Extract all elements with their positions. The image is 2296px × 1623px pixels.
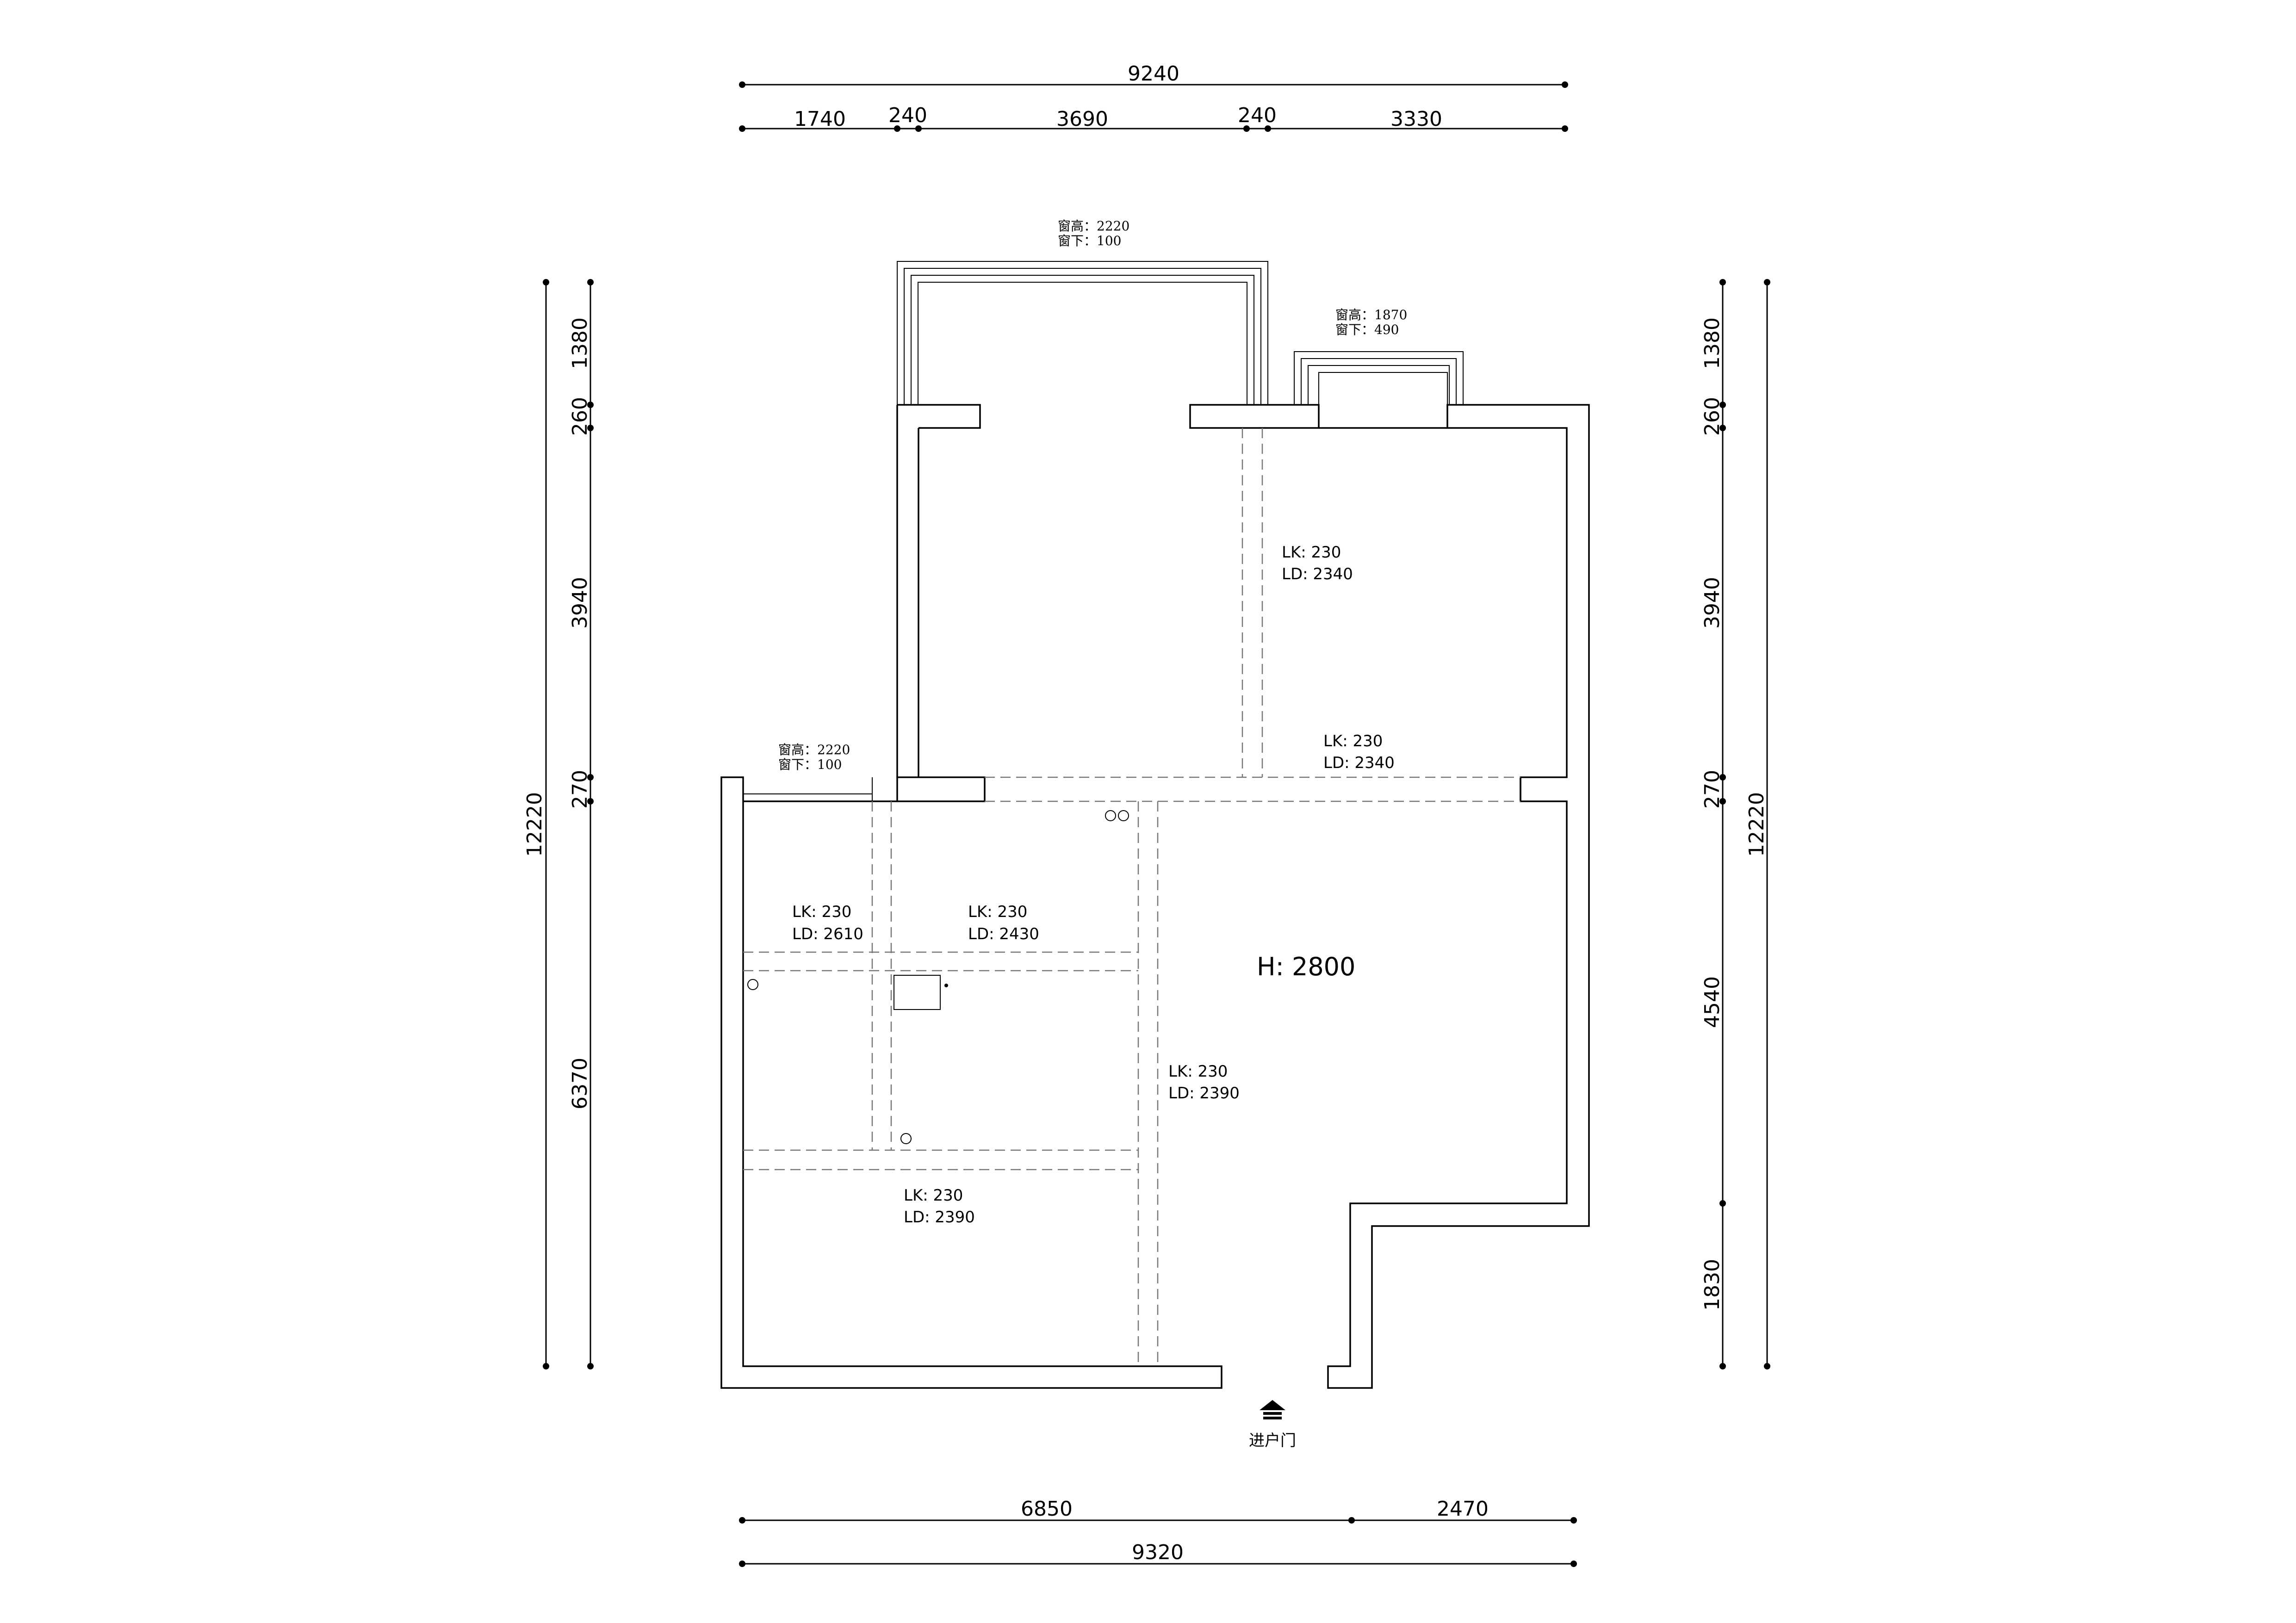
dim-right-seg-1: 1380 — [1700, 317, 1724, 369]
top-dimension-total: 9240 — [739, 62, 1568, 88]
entrance-marker: 进户门 — [1249, 1400, 1296, 1450]
dim-top-seg-2: 240 — [888, 104, 927, 127]
window-2-sill: 窗下：490 — [1335, 322, 1399, 337]
window-label-bay: 窗高：1870 窗下：490 — [1335, 307, 1407, 337]
dim-bottom-total: 9320 — [1132, 1541, 1184, 1564]
window-2-height: 窗高：1870 — [1335, 307, 1407, 322]
beam-2-ld: LD: 2340 — [1323, 754, 1395, 772]
bottom-dimension-segments: 6850 2470 — [739, 1497, 1577, 1524]
dim-top-seg-1: 1740 — [794, 107, 846, 131]
bay-window — [1294, 351, 1464, 405]
pipe-icon — [747, 979, 758, 990]
entrance-arrow-icon — [1260, 1400, 1285, 1419]
beams — [743, 428, 1520, 1366]
beam-label-5: LK: 230 LD: 2390 — [1168, 1062, 1240, 1103]
window-label-top: 窗高：2220 窗下：100 — [1058, 218, 1129, 248]
beam-5-lk: LK: 230 — [1168, 1062, 1228, 1081]
entrance-label: 进户门 — [1249, 1431, 1296, 1450]
window-3-height: 窗高：2220 — [778, 742, 850, 757]
window-label-left: 窗高：2220 窗下：100 — [778, 742, 850, 772]
top-balcony-window — [897, 261, 1268, 405]
beam-1-ld: LD: 2340 — [1282, 565, 1353, 583]
dim-top-total: 9240 — [1128, 62, 1179, 86]
beam-6-lk: LK: 230 — [904, 1186, 963, 1205]
dim-top-seg-5: 3330 — [1390, 107, 1442, 131]
bottom-dimension-total: 9320 — [739, 1541, 1577, 1567]
beam-3-ld: LD: 2610 — [792, 925, 863, 943]
beam-label-4: LK: 230 LD: 2430 — [968, 903, 1039, 943]
dim-top-seg-3: 3690 — [1056, 107, 1108, 131]
dim-right-total: 12220 — [1745, 792, 1769, 857]
dim-right-seg-4: 270 — [1700, 770, 1724, 809]
left-dimension-total: 12220 — [523, 279, 549, 1369]
dim-left-total: 12220 — [523, 792, 546, 857]
beam-label-3: LK: 230 LD: 2610 — [792, 903, 863, 943]
pipe-icon — [1105, 810, 1116, 821]
dim-left-seg-4: 270 — [568, 770, 592, 809]
dim-right-seg-2: 260 — [1700, 397, 1724, 436]
left-dimension-segments: 1380 260 3940 270 6370 — [568, 279, 594, 1369]
beam-6-ld: LD: 2390 — [904, 1208, 975, 1227]
window-3-sill: 窗下：100 — [778, 757, 842, 772]
beam-label-1: LK: 230 LD: 2340 — [1282, 543, 1353, 583]
right-dimension-total: 12220 — [1745, 279, 1770, 1369]
beam-5-ld: LD: 2390 — [1168, 1084, 1240, 1103]
beam-1-lk: LK: 230 — [1282, 543, 1341, 562]
fixtures — [747, 810, 1129, 1144]
ceiling-height-label: H: 2800 — [1257, 952, 1355, 981]
dim-bottom-seg-2: 2470 — [1437, 1497, 1489, 1521]
dim-right-seg-5: 4540 — [1700, 976, 1724, 1028]
beam-2-lk: LK: 230 — [1323, 732, 1383, 750]
shaft-box — [894, 975, 941, 1010]
window-1-height: 窗高：2220 — [1058, 218, 1129, 234]
pipe-icon — [900, 1133, 912, 1144]
beam-4-lk: LK: 230 — [968, 903, 1027, 921]
beam-label-6: LK: 230 LD: 2390 — [904, 1186, 975, 1227]
dim-left-seg-5: 6370 — [568, 1058, 592, 1109]
beam-label-2: LK: 230 LD: 2340 — [1323, 732, 1395, 772]
beam-4-ld: LD: 2430 — [968, 925, 1039, 943]
dim-left-seg-3: 3940 — [568, 577, 592, 629]
dim-right-seg-6: 1830 — [1700, 1259, 1724, 1311]
dim-right-seg-3: 3940 — [1700, 577, 1724, 629]
beam-3-lk: LK: 230 — [792, 903, 851, 921]
dim-left-seg-2: 260 — [568, 397, 592, 436]
dim-left-seg-1: 1380 — [568, 317, 592, 369]
window-1-sill: 窗下：100 — [1058, 233, 1121, 248]
walls — [720, 404, 1590, 1389]
right-dimension-segments: 1380 260 3940 270 4540 1830 — [1700, 279, 1726, 1369]
dim-bottom-seg-1: 6850 — [1021, 1497, 1073, 1521]
dim-top-seg-4: 240 — [1238, 104, 1277, 127]
top-dimension-segments: 1740 240 3690 240 3330 — [739, 104, 1568, 132]
pipe-icon — [1118, 810, 1129, 821]
